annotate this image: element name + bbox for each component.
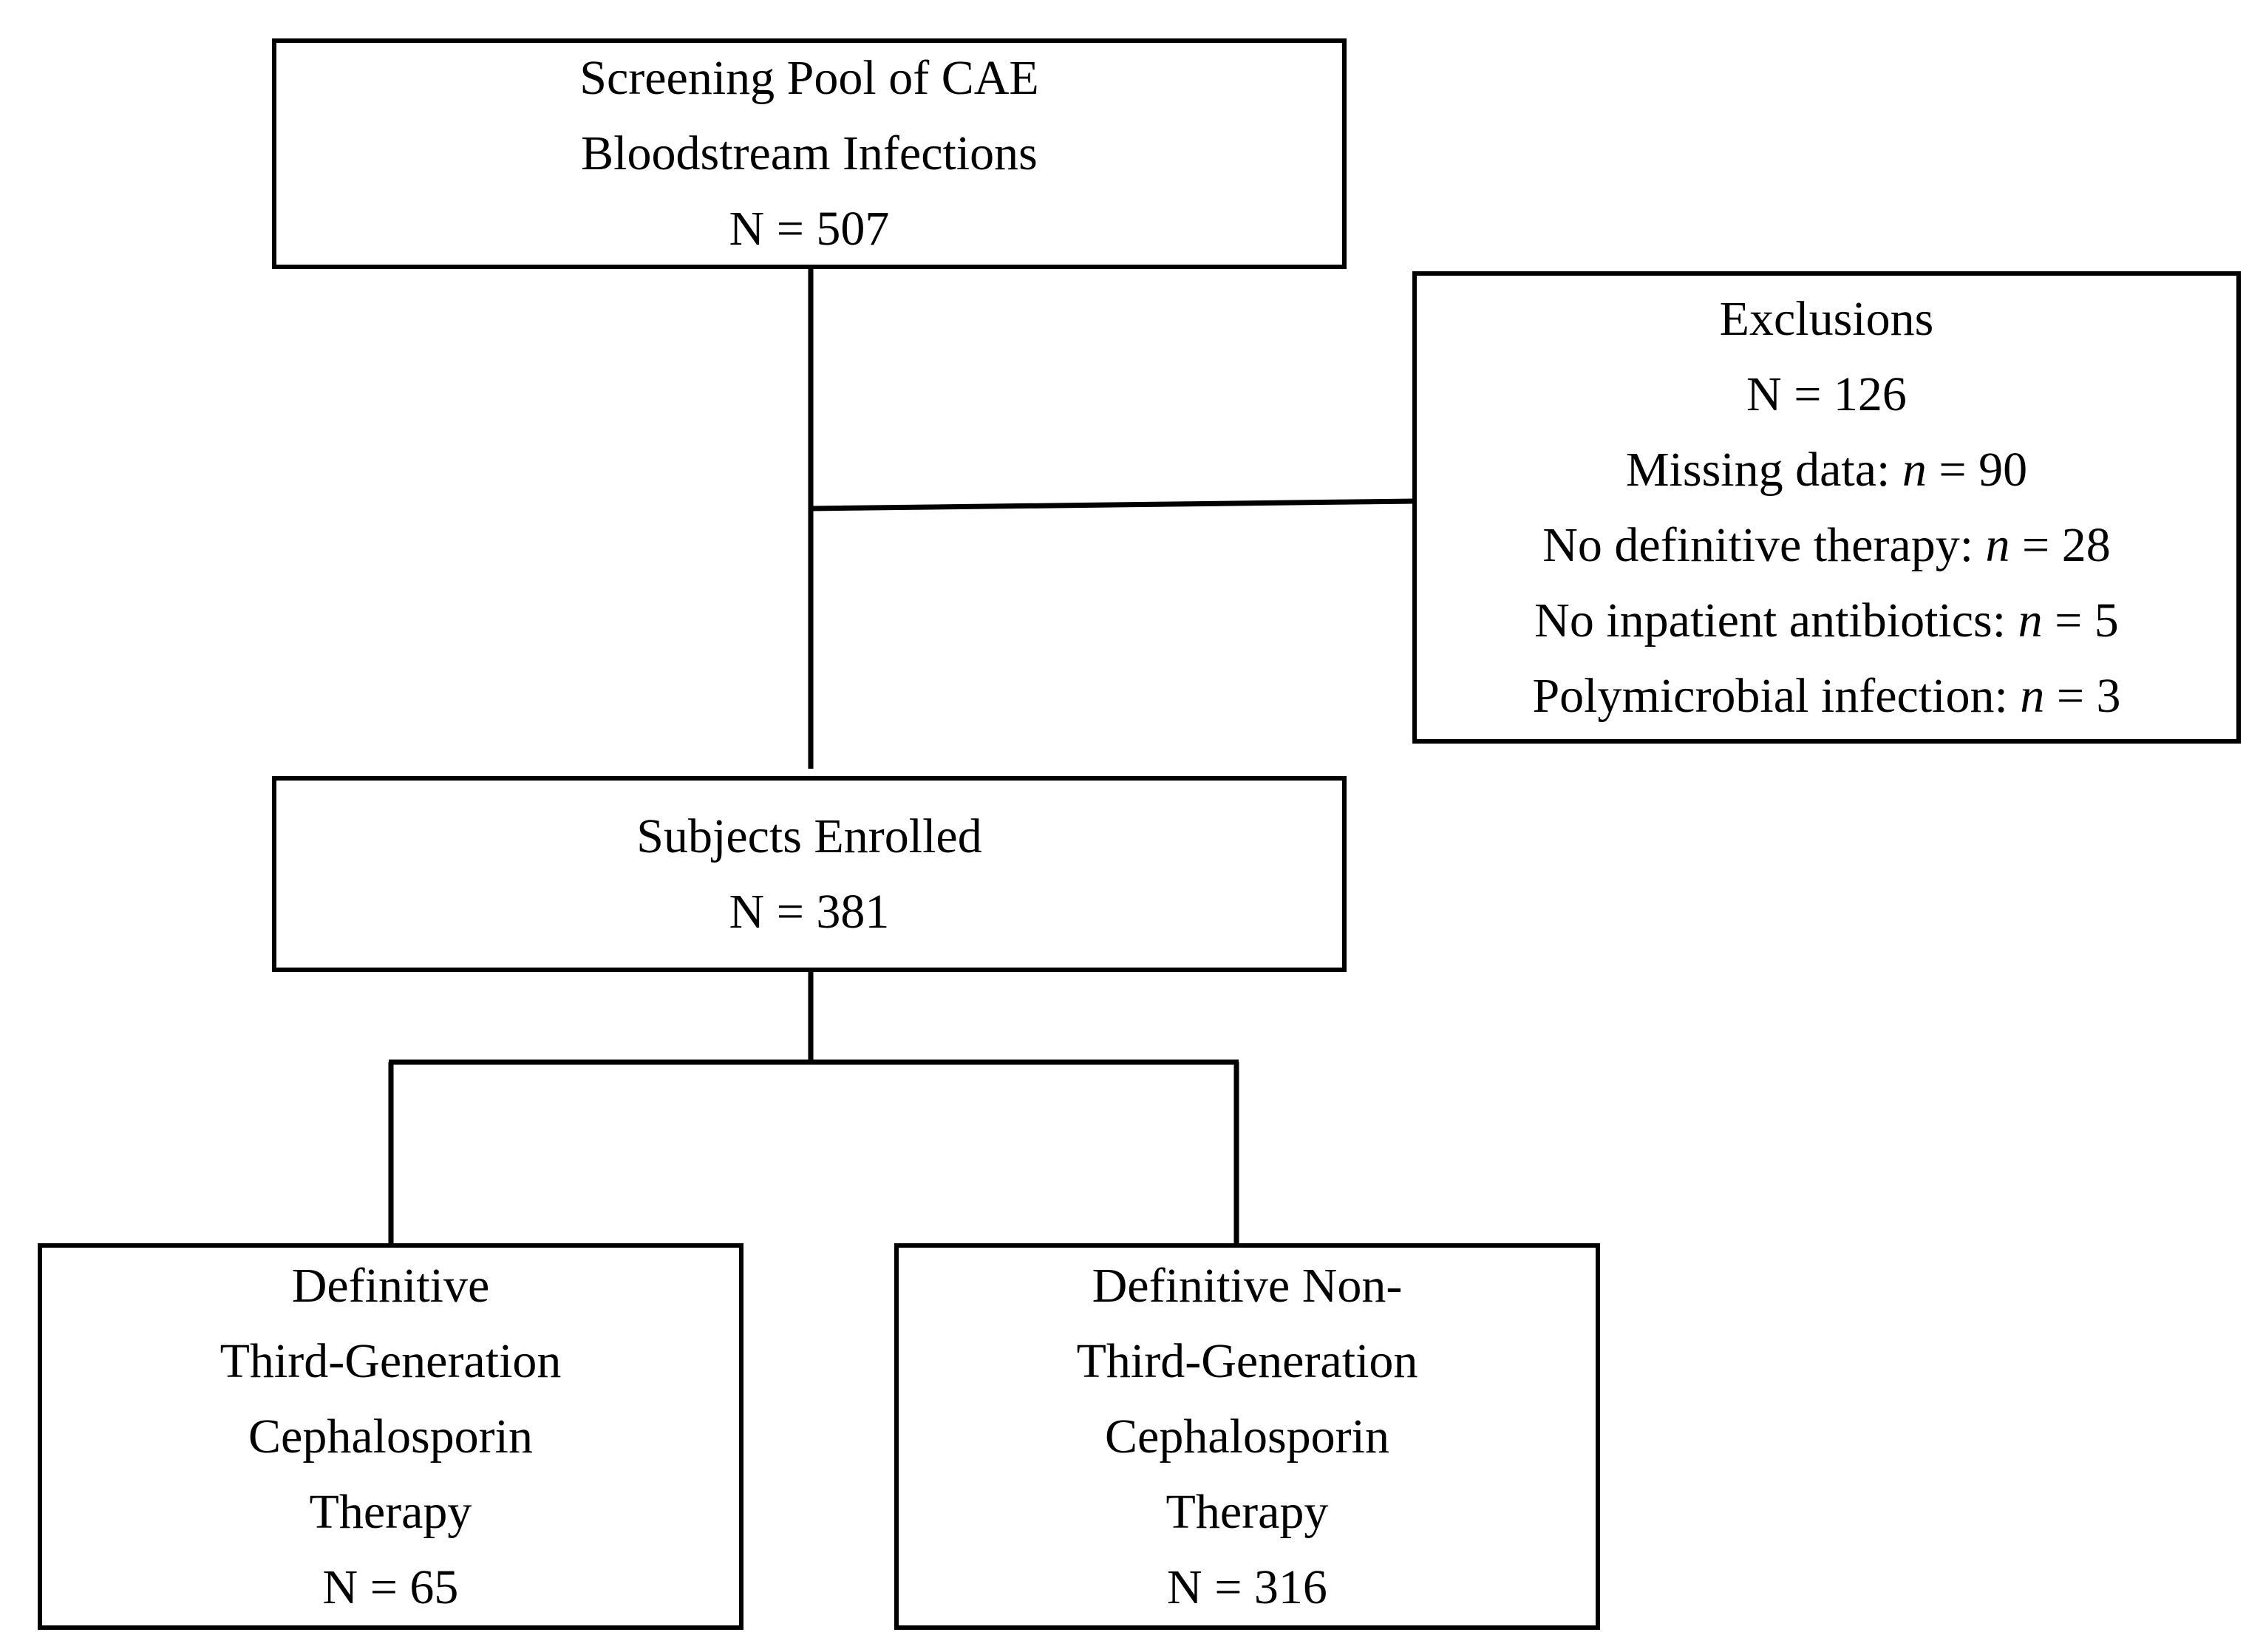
- exclusion-label: Missing data:: [1625, 442, 1902, 497]
- exclusion-item-no-definitive-therapy: No definitive therapy: n = 28: [1542, 508, 2111, 583]
- third-gen-line-3: Cephalosporin: [248, 1409, 533, 1464]
- third-gen-therapy-box: Definitive Third-Generation Cephalospori…: [38, 1243, 743, 1630]
- enrolled-title: Subjects Enrolled: [636, 809, 982, 863]
- subjects-enrolled-box: Subjects Enrolled N = 381: [272, 776, 1347, 972]
- enrolled-count: N = 381: [729, 884, 890, 939]
- screening-line-1: Screening Pool of CAE: [579, 51, 1039, 105]
- exclusions-count: N = 126: [1746, 367, 1907, 421]
- connector-to-exclusions: [810, 498, 1415, 511]
- third-gen-line-4: Therapy: [309, 1484, 472, 1539]
- third-gen-count: N = 65: [322, 1560, 459, 1614]
- exclusion-value: = 3: [2044, 668, 2121, 723]
- exclusion-label: Polymicrobial infection:: [1532, 668, 2021, 723]
- non-third-gen-count: N = 316: [1167, 1560, 1327, 1614]
- exclusion-value: = 90: [1926, 442, 2028, 497]
- exclusion-n-symbol: n: [2020, 668, 2045, 723]
- third-gen-line-1: Definitive: [291, 1258, 490, 1313]
- exclusion-n-symbol: n: [1985, 517, 2010, 572]
- third-gen-line-2: Third-Generation: [220, 1333, 562, 1388]
- exclusions-box: Exclusions N = 126 Missing data: n = 90 …: [1412, 271, 2241, 744]
- screening-count: N = 507: [729, 202, 890, 256]
- exclusion-item-polymicrobial-infection: Polymicrobial infection: n = 3: [1532, 659, 2120, 734]
- exclusions-title: Exclusions: [1719, 291, 1934, 346]
- non-third-gen-therapy-box: Definitive Non- Third-Generation Cephalo…: [894, 1243, 1600, 1630]
- exclusion-n-symbol: n: [2018, 593, 2043, 647]
- exclusion-value: = 5: [2042, 593, 2119, 647]
- non-third-gen-line-1: Definitive Non-: [1092, 1258, 1403, 1313]
- exclusion-item-missing-data: Missing data: n = 90: [1626, 432, 2027, 508]
- exclusion-label: No inpatient antibiotics:: [1534, 593, 2018, 647]
- non-third-gen-line-2: Third-Generation: [1076, 1333, 1418, 1388]
- exclusion-n-symbol: n: [1902, 442, 1927, 497]
- non-third-gen-line-4: Therapy: [1165, 1484, 1329, 1539]
- exclusion-value: = 28: [2010, 517, 2111, 572]
- exclusion-label: No definitive therapy:: [1542, 517, 1986, 572]
- screening-line-2: Bloodstream Infections: [581, 126, 1038, 180]
- screening-pool-box: Screening Pool of CAE Bloodstream Infect…: [272, 38, 1347, 269]
- exclusion-item-no-inpatient-antibiotics: No inpatient antibiotics: n = 5: [1534, 583, 2119, 659]
- non-third-gen-line-3: Cephalosporin: [1105, 1409, 1389, 1464]
